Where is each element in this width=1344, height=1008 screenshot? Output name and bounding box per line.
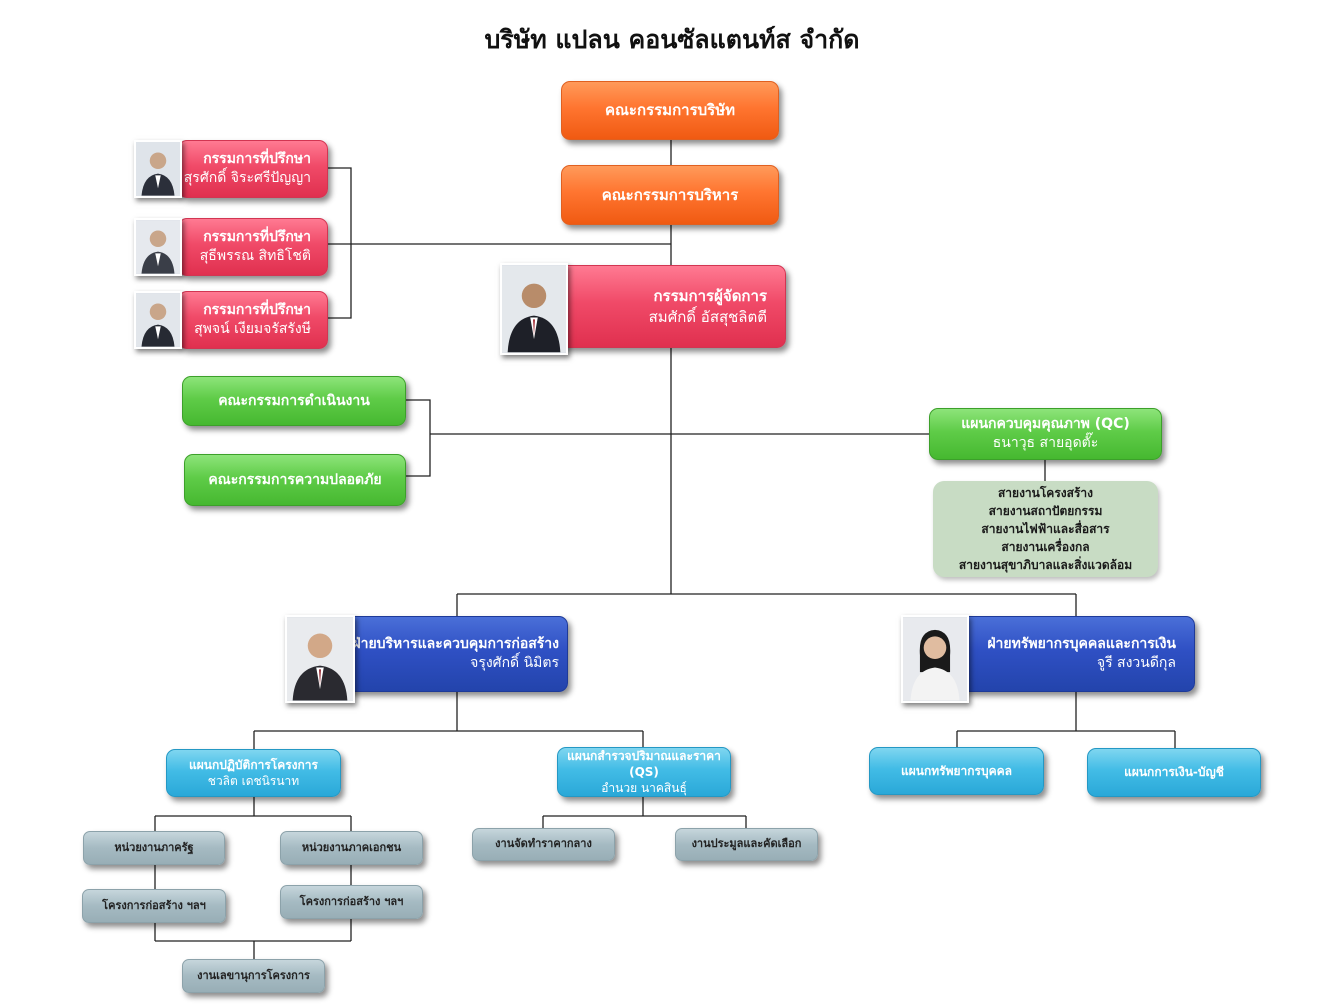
hr-department-label: แผนกทรัพยากรบุคคล [900,763,1012,778]
qc-line-item: สายงานเครื่องกล [1001,540,1090,554]
qs-department-box: แผนกสำรวจปริมาณและราคา (QS) อำนวย นาคสิน… [557,747,731,797]
qc-lines-box: สายงานโครงสร้าง สายงานสถาปัตยกรรม สายงาน… [933,481,1158,577]
median-price-box: งานจัดทำราคากลาง [472,828,615,861]
qc-line-item: สายงานสุขาภิบาลและสิ่งแวดล้อม [958,558,1133,572]
safety-committee-label: คณะกรรมการความปลอดภัย [208,471,382,488]
safety-committee-box: คณะกรรมการความปลอดภัย [184,454,406,506]
person-icon [136,142,180,196]
advisor-photo-2 [134,218,182,276]
government-unit-box: หน่วยงานภาครัฐ [83,831,225,865]
hr-finance-division-photo [901,615,969,703]
construction-division-box: ฝ่ายบริหารและควบคุมการก่อสร้าง จรุงศักดิ… [344,616,568,692]
government-projects-box: โครงการก่อสร้าง ฯลฯ [82,889,226,923]
private-unit-box: หน่วยงานภาคเอกชน [280,831,423,865]
executive-committee-box: คณะกรรมการบริหาร [561,165,779,225]
executive-committee-label: คณะกรรมการบริหาร [601,185,739,204]
construction-division-name: จรุงศักดิ์ นิมิตร [470,655,559,671]
hr-finance-division-name: จูรี สงวนดีกุล [1096,655,1176,671]
person-icon [287,617,353,701]
private-unit-label: หน่วยงานภาคเอกชน [301,840,402,854]
managing-director-box: กรรมการผู้จัดการ สมศักดิ์ อัสสุชลิตตี [556,265,786,348]
board-label: คณะกรรมการบริษัท [604,101,735,120]
person-icon [136,293,180,347]
project-secretary-label: งานเลขานุการโครงการ [197,968,310,982]
person-icon [903,617,967,701]
qc-title: แผนกควบคุมคุณภาพ (QC) [961,416,1130,433]
advisor-photo-1 [134,140,182,198]
median-price-label: งานจัดทำราคากลาง [495,837,592,851]
advisor-title: กรรมการที่ปรึกษา [203,151,311,168]
advisor-name: สุพจน์ เงียมจรัสรังษี [194,321,311,337]
construction-division-photo [285,615,355,703]
advisor-box-3: กรรมการที่ปรึกษา สุพจน์ เงียมจรัสรังษี [178,291,328,349]
advisor-box-2: กรรมการที่ปรึกษา สุธีพรรณ สิทธิโชติ [178,218,328,276]
operations-committee-label: คณะกรรมการดำเนินงาน [218,392,370,409]
advisor-photo-3 [134,291,182,349]
managing-director-title: กรรมการผู้จัดการ [653,287,767,306]
private-projects-box: โครงการก่อสร้าง ฯลฯ [280,885,423,919]
project-operations-title: แผนกปฏิบัติการโครงการ [189,757,318,772]
hr-finance-division-box: ฝ่ายทรัพยากรบุคคลและการเงิน จูรี สงวนดีก… [960,616,1195,692]
person-icon [136,220,180,274]
qc-department-box: แผนกควบคุมคุณภาพ (QC) ธนาวุธ สายอุดตั๊ะ [929,408,1162,460]
construction-division-title: ฝ่ายบริหารและควบคุมการก่อสร้าง [352,636,559,653]
advisor-box-1: กรรมการที่ปรึกษา สุรศักดิ์ จิระศรีปัญญา [178,140,328,198]
qc-line-item: สายงานไฟฟ้าและสื่อสาร [981,522,1110,536]
managing-director-name: สมศักดิ์ อัสสุชลิตตี [648,307,767,326]
hr-finance-division-title: ฝ่ายทรัพยากรบุคคลและการเงิน [987,636,1176,653]
advisor-name: สุธีพรรณ สิทธิโชติ [199,248,311,264]
government-projects-label: โครงการก่อสร้าง ฯลฯ [102,898,206,912]
hr-department-box: แผนกทรัพยากรบุคคล [869,747,1044,795]
project-secretary-box: งานเลขานุการโครงการ [182,959,325,993]
qc-line-item: สายงานโครงสร้าง [997,486,1094,500]
advisor-name: สุรศักดิ์ จิระศรีปัญญา [183,170,311,186]
finance-department-label: แผนกการเงิน-บัญชี [1124,765,1224,780]
bidding-box: งานประมูลและคัดเลือก [675,828,818,861]
advisor-title: กรรมการที่ปรึกษา [203,302,311,319]
qs-title: แผนกสำรวจปริมาณและราคา (QS) [567,748,721,779]
finance-department-box: แผนกการเงิน-บัญชี [1087,748,1261,797]
bidding-label: งานประมูลและคัดเลือก [691,837,802,851]
company-title: บริษัท แปลน คอนซัลแตนท์ส จำกัด [484,25,860,54]
advisor-title: กรรมการที่ปรึกษา [203,229,311,246]
board-of-directors-box: คณะกรรมการบริษัท [561,81,779,140]
government-unit-label: หน่วยงานภาครัฐ [114,840,194,854]
qc-line-item: สายงานสถาปัตยกรรม [988,504,1103,518]
operations-committee-box: คณะกรรมการดำเนินงาน [182,376,406,426]
qs-name: อำนวย นาคสินธุ์ [601,781,687,796]
private-projects-label: โครงการก่อสร้าง ฯลฯ [299,894,404,908]
project-operations-box: แผนกปฏิบัติการโครงการ ชวลิต เดชนิรนาท [166,749,341,797]
project-operations-name: ชวลิต เดชนิรนาท [207,774,300,788]
managing-director-photo [500,263,568,355]
qc-name: ธนาวุธ สายอุดตั๊ะ [992,435,1099,451]
person-icon [502,265,566,353]
